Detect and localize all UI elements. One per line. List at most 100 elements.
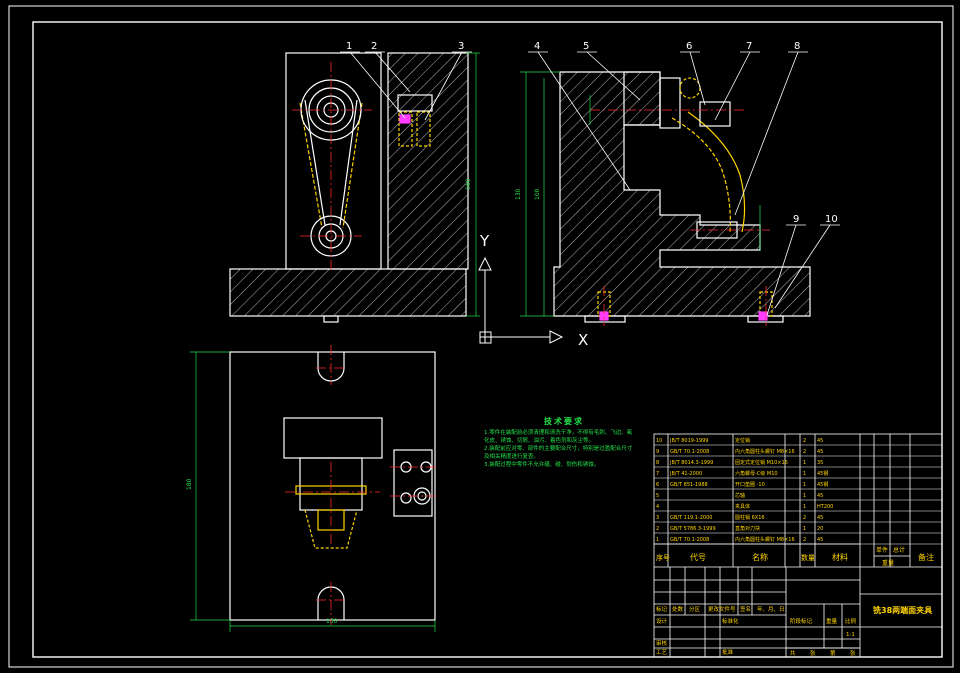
front-view-centerlines [292,62,372,270]
side-height-outer-dimension: 130 [515,188,522,200]
bom-cell-no: 10 [656,438,662,444]
bom-cell-name: 直角对刀块 [735,525,760,532]
revision-doc: 更改文件号 [708,605,736,613]
bom-header-qty: 数量 [801,553,815,562]
bom-cell-qty: 1 [803,482,806,488]
bom-cell-name: 定位销 [735,437,750,444]
bom-header-code: 代号 [690,552,706,562]
revision-sign: 签名 [740,605,751,613]
technical-requirement-line: 1.零件在装配前必须清理和清洗干净，不得有毛刺、飞边、氧 [484,430,633,436]
bom-cell-qty: 2 [803,449,806,455]
sheet-current-label: 第 [830,649,836,657]
top-width-dimension: 130 [326,618,338,625]
bom-cell-material: 45 [817,449,823,455]
bom-cell-no: 6 [656,482,659,488]
top-view-dimensions [190,351,436,632]
bom-cell-no: 1 [656,537,659,543]
front-view-dimension [466,52,480,317]
side-view-dimensions [520,71,761,317]
bom-cell-code: GB/T 851-1988 [670,482,708,488]
check-label: 审核 [656,639,668,647]
axis-x-label: X [578,331,588,349]
technical-requirement-line: 3.装配过程中零件不允许磕、碰、划伤和锈蚀。 [484,462,600,468]
balloon-8: 8 [794,41,800,52]
bom-cell-qty: 2 [803,515,806,521]
bom-cell-qty: 1 [803,493,806,499]
bom-cell-no: 9 [656,449,659,455]
sheet-outer-border [8,5,954,668]
bom-cell-no: 8 [656,460,659,466]
top-height-dimension: 180 [186,478,193,490]
top-view-centerlines [285,345,438,625]
bom-cell-material: 45 [817,493,823,499]
bom-cell-no: 4 [656,504,659,510]
balloon-5: 5 [583,41,589,52]
bom-cell-code: JB/T 8014.3-1999 [669,460,713,466]
technical-requirements: 技术要求 1.零件在装配前必须清理和清洗干净，不得有毛刺、飞边、氧 化皮、锈蚀、… [484,418,644,469]
balloon-9: 9 [793,214,799,225]
bom-cell-material: 45钢 [817,470,828,477]
bom-cell-code: GB/T 119.1-2000 [670,515,712,521]
balloon-7: 7 [746,41,752,52]
bom-cell-code: GB/T 5786.3-1999 [670,526,716,532]
revision-count: 处数 [672,605,684,613]
bom-cell-material: 20 [817,526,823,532]
bom-cell-name: 夹具体 [735,503,750,510]
bom-cell-material: 35 [817,460,823,466]
axis-y-label: Y [479,232,490,250]
bom-cell-no: 2 [656,526,659,532]
sheet-inner-border [32,21,943,658]
top-view [229,351,436,621]
front-height-dimension: 160 [465,178,472,190]
bom-cell-qty: 1 [803,471,806,477]
sheet-total-label: 共 [790,649,796,657]
bom-cell-name: 内六角圆柱头螺钉 M8×16 [735,448,795,455]
stage-mark-label: 阶段标记 [790,617,813,625]
axis-indicator [478,256,564,344]
bom-cell-qty: 2 [803,537,806,543]
design-label: 设计 [656,617,668,625]
bom-cell-name: 芯轴 [735,492,745,499]
title-block-labels: 标记 处数 分区 更改文件号 签名 年、月、日 设计 标准化 审核 工艺 批准 … [656,605,857,657]
balloon-10: 10 [825,214,838,225]
revision-zone: 分区 [689,605,701,613]
side-view-centerlines [590,109,770,326]
drawing-title: 铣38两端面夹具 [873,605,932,615]
balloon-4: 4 [534,41,540,52]
bom-cell-code: JB/T 41-2000 [669,471,702,477]
approve-label: 批准 [722,648,734,656]
bom-header-total: 总计 [893,546,905,554]
bom-cell-qty: 1 [803,526,806,532]
weight-label: 重量 [826,617,838,625]
front-view [229,52,469,323]
bom-cell-no: 3 [656,515,659,521]
bom-cell-no: 7 [656,471,659,477]
bom-cell-code: JB/T 8019-1999 [669,438,709,444]
technical-requirements-title: 技术要求 [544,417,584,426]
revision-date: 年、月、日 [757,605,785,613]
bom-cell-material: 45 [817,515,823,521]
standardize-label: 标准化 [722,617,739,625]
scale-label: 比例 [845,617,857,625]
balloon-6: 6 [686,41,692,52]
revision-mark: 标记 [656,605,668,613]
bom-cell-name: 六角螺母-C级 M10 [735,470,778,477]
bom-header-unit: 单件 [876,546,888,554]
side-view [553,71,811,323]
sheet-total-unit: 张 [810,649,816,657]
bom-cell-no: 5 [656,493,659,499]
technical-requirement-line: 化皮、锈蚀、切屑、油污、着色剂和灰尘等。 [484,438,595,444]
bom-cell-qty: 2 [803,438,806,444]
bom-cell-qty: 1 [803,460,806,466]
bom-cell-material: 45钢 [817,481,828,488]
technical-requirement-line: 2.装配前应对零、部件的主要配合尺寸，特别是过盈配合尺寸 [484,446,633,452]
bom-cell-code: GB/T 70.1-2008 [670,537,709,543]
balloon-3: 3 [458,41,464,52]
bom-cell-name: 圆柱销 6X16 [735,514,765,521]
bom-cell-name: 内六角圆柱头螺钉 M8×16 [735,536,795,543]
bom-cell-material: 45 [817,438,823,444]
bom-cell-material: 45 [817,537,823,543]
bom-header-weight: 重量 [882,559,894,567]
sheet-current-unit: 张 [850,649,856,657]
